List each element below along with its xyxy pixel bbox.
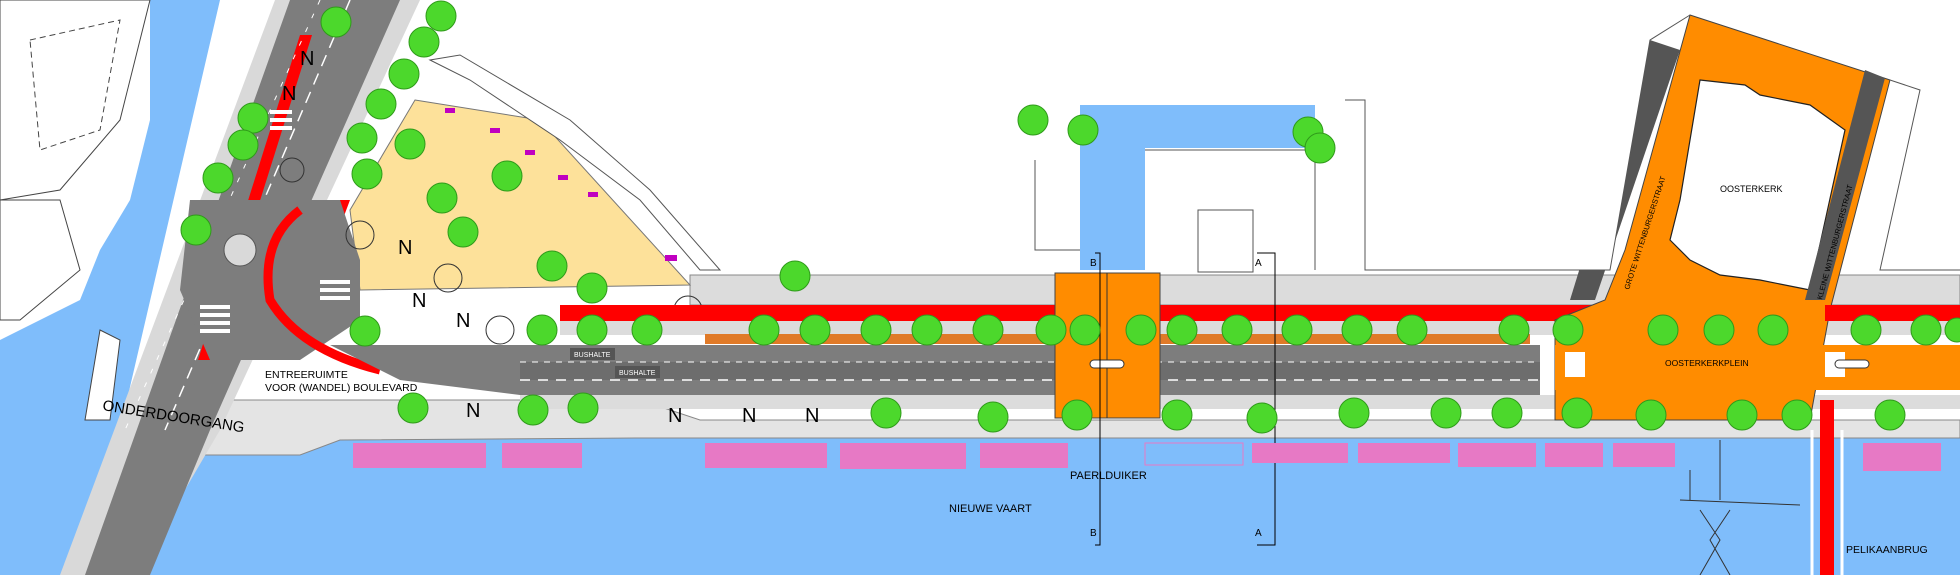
n-marker-3: N: [398, 237, 412, 259]
section-b-line: [1095, 252, 1101, 546]
junction-area: [180, 110, 703, 375]
bus-lane: [520, 362, 1540, 380]
park-square: [349, 99, 692, 291]
oosterkerk-building: [1669, 79, 1846, 291]
trees: [180, 0, 1960, 434]
oosterkerkplein-area: [1554, 14, 1960, 421]
inlet-water: [1080, 105, 1315, 270]
north-buildings: [1034, 14, 1960, 273]
oosterkerk-label: OOSTERKERK: [1720, 184, 1783, 194]
nieuwe-vaart-label: NIEUWE VAART: [949, 503, 1032, 515]
oosterkerkplein-label: OOSTERKERKPLEIN: [1665, 358, 1749, 368]
moorings: [353, 442, 1941, 471]
n-marker-6: N: [466, 400, 480, 422]
section-a-top: A: [1255, 258, 1262, 269]
pelikaanbrug-label: PELIKAANBRUG: [1846, 544, 1928, 556]
section-a-line: [1257, 252, 1276, 546]
left-buildings: [0, 0, 151, 421]
roof-accents: [445, 108, 677, 261]
paerlduiker-crossing: [1054, 272, 1161, 419]
n-marker-9: N: [805, 405, 819, 427]
section-a-bottom: A: [1255, 528, 1262, 539]
tree-markers: N N N N N N N N N: [282, 48, 819, 427]
bus-stop-label-2: BUSHALTE: [619, 370, 656, 377]
n-marker-2: N: [282, 83, 296, 105]
n-marker-4: N: [412, 290, 426, 312]
section-b-bottom: B: [1090, 528, 1097, 539]
section-b-top: B: [1090, 258, 1097, 269]
paerlduiker-label: PAERLDUIKER: [1070, 470, 1147, 482]
pelikaanbrug: [1679, 400, 1844, 575]
entreeruimte-label-2: VOOR (WANDEL) BOULEVARD: [265, 382, 418, 394]
n-marker-8: N: [742, 405, 756, 427]
left-canal-water: [0, 0, 220, 430]
n-marker-1: N: [300, 48, 314, 70]
triangle-buildings: [428, 54, 722, 271]
n-marker-5: N: [456, 310, 470, 332]
n-marker-7: N: [668, 405, 682, 427]
entreeruimte-label-1: ENTREERUIMTE: [265, 369, 348, 381]
section-markers: [1095, 252, 1276, 546]
bus-stop-label-1: BUSHALTE: [574, 352, 611, 359]
